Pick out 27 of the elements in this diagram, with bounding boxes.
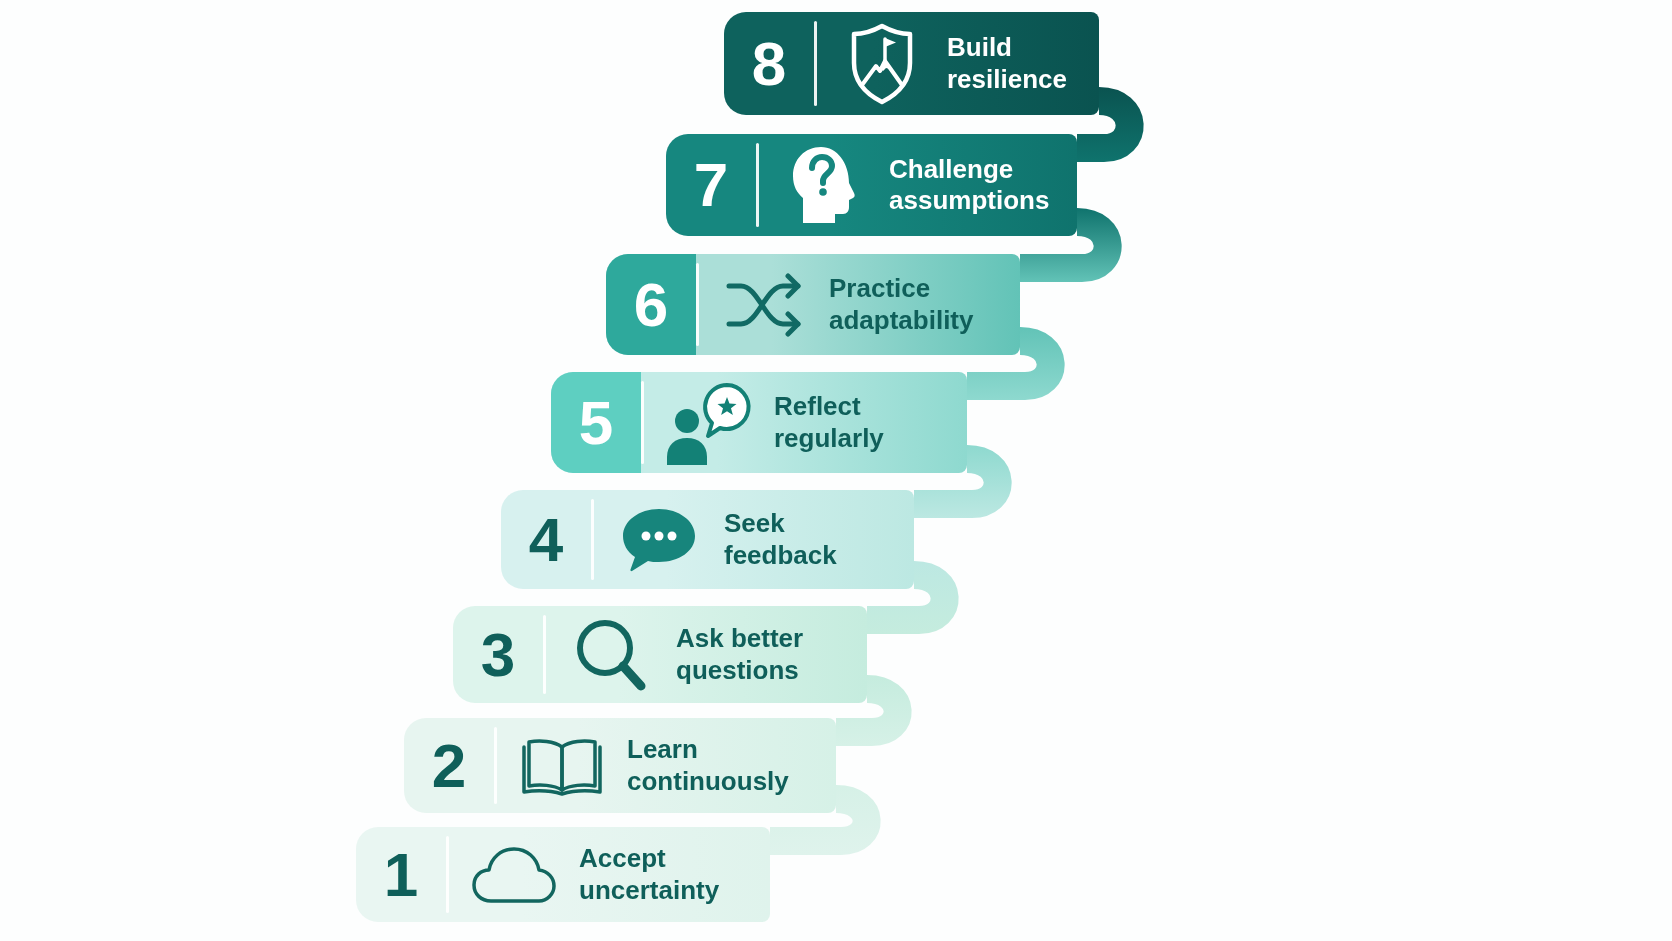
ribbon-connector [836,675,912,746]
ribbon-connector [1077,87,1144,162]
step-box [501,490,914,589]
step-label: Accept uncertainty [579,843,721,906]
step-number: 2 [431,734,467,797]
step-box [551,372,967,473]
step-box [606,254,1020,355]
step-box [356,827,770,922]
ribbon-connector [770,785,881,855]
step-number: 7 [693,154,729,216]
step-label: Reflect regularly [774,391,885,454]
step-number: 8 [751,32,787,95]
step-label: Seek feedback [724,508,838,571]
step-number: 4 [528,508,564,571]
step-label: Build resilience [947,32,1068,95]
step-box [724,12,1099,115]
step-label: Challenge assumptions [889,153,1051,217]
step-number: 3 [480,623,516,686]
step-label: Ask better questions [676,623,805,686]
step-box [453,606,867,703]
step-number: 5 [578,391,614,454]
step-box [404,718,836,813]
step-label: Learn continuously [627,734,790,797]
step-label: Practice adaptability [829,273,975,336]
step-number: 1 [383,843,419,906]
step-number: 6 [633,273,669,336]
step-box [666,134,1077,236]
